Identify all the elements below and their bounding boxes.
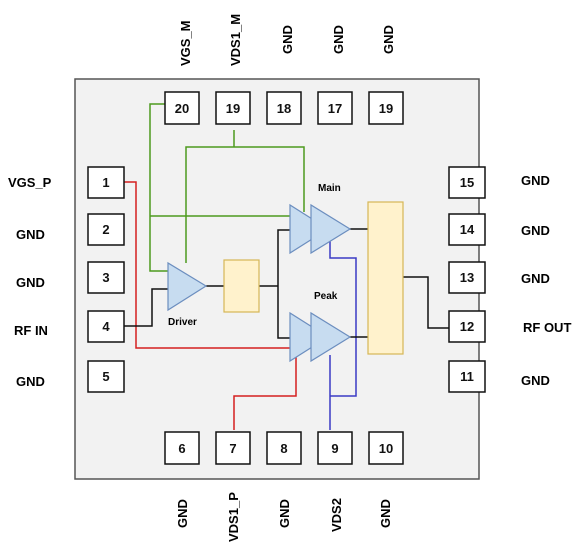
main-amp-stage2	[310, 203, 352, 255]
bottom-signal-label: GND	[378, 499, 393, 528]
vds1-m-bus-wire	[185, 146, 305, 263]
left-signal-label: VGS_P	[8, 175, 52, 190]
pin-number: 14	[460, 222, 475, 237]
pin-box	[87, 261, 125, 294]
top-signal-label: VGS_M	[178, 20, 193, 66]
pin-number: 1	[102, 175, 109, 190]
peak-amp-stage1	[289, 311, 330, 363]
pin-box	[266, 431, 302, 465]
pin-box	[164, 431, 200, 465]
vgs-m-wire	[149, 103, 168, 272]
vds2-main-wire	[329, 240, 357, 397]
left-signal-label: RF IN	[14, 323, 48, 338]
right-signal-label: GND	[521, 271, 550, 286]
top-signal-label: GND	[280, 25, 295, 54]
pin-box	[164, 91, 200, 125]
pin-number: 7	[229, 441, 236, 456]
bottom-pins: 6 7 8 9 10	[164, 431, 404, 465]
rf-out-wire	[403, 276, 449, 329]
pin-box	[448, 213, 486, 246]
pin-number: 15	[460, 175, 474, 190]
pin-box	[368, 91, 404, 125]
pin-number: 13	[460, 270, 474, 285]
pin-number: 19	[226, 101, 240, 116]
right-signal-label: GND	[521, 223, 550, 238]
vgs-p-wire	[124, 181, 290, 349]
driver-amplifier	[167, 261, 208, 312]
pin-box	[448, 310, 486, 343]
pin-box	[215, 91, 251, 125]
package-body	[74, 78, 480, 480]
peak-label: Peak	[314, 291, 338, 302]
bottom-signal-label: GND	[175, 499, 190, 528]
bottom-signal-label: VDS1_P	[226, 492, 241, 542]
left-signal-label: GND	[16, 275, 45, 290]
left-signal-label: GND	[16, 374, 45, 389]
top-pins: 20 19 18 17 19	[164, 91, 404, 125]
pin-number: 9	[331, 441, 338, 456]
pin-number: 6	[178, 441, 185, 456]
vds1-p-wire	[233, 355, 297, 430]
pin-box	[448, 360, 486, 393]
right-signal-label: GND	[521, 173, 550, 188]
pin-number: 17	[328, 101, 342, 116]
pin-number: 4	[102, 319, 110, 334]
driver-label: Driver	[168, 317, 197, 328]
pin-box	[87, 166, 125, 199]
pin-number: 19	[379, 101, 393, 116]
pin-box	[87, 213, 125, 246]
pin-box	[448, 166, 486, 199]
pin-number: 10	[379, 441, 393, 456]
pin-box	[87, 310, 125, 343]
top-signal-label: GND	[331, 25, 346, 54]
main-amp-stage1	[289, 203, 330, 255]
left-pins: 1 2 3 4 5	[87, 166, 125, 393]
pin-box	[317, 91, 353, 125]
pin-box	[215, 431, 251, 465]
main-label: Main	[318, 183, 341, 194]
pin-box	[317, 431, 353, 465]
pin-box	[266, 91, 302, 125]
right-signal-label: GND	[521, 373, 550, 388]
right-pins: 15 14 13 12 11	[448, 166, 486, 393]
pin-number: 8	[280, 441, 287, 456]
pin-number: 2	[102, 222, 109, 237]
combiner-block	[367, 201, 404, 355]
pin-number: 3	[102, 270, 109, 285]
pin-number: 20	[175, 101, 189, 116]
pin-number: 12	[460, 319, 474, 334]
bottom-signal-label: GND	[277, 499, 292, 528]
top-signal-label: VDS1_M	[228, 14, 243, 66]
pin-box	[87, 360, 125, 393]
top-signal-label: GND	[381, 25, 396, 54]
split-wire	[277, 229, 290, 339]
rf-in-wire	[124, 288, 168, 327]
left-signal-label: GND	[16, 227, 45, 242]
pin-number: 11	[460, 369, 474, 384]
peak-amp-stage2	[310, 311, 352, 363]
pin-box	[448, 261, 486, 294]
right-signal-label: RF OUT	[523, 320, 571, 335]
pin-number: 18	[277, 101, 291, 116]
bottom-signal-label: VDS2	[329, 498, 344, 532]
pin-box	[368, 431, 404, 465]
pin-number: 5	[102, 369, 109, 384]
splitter-block	[223, 259, 260, 313]
